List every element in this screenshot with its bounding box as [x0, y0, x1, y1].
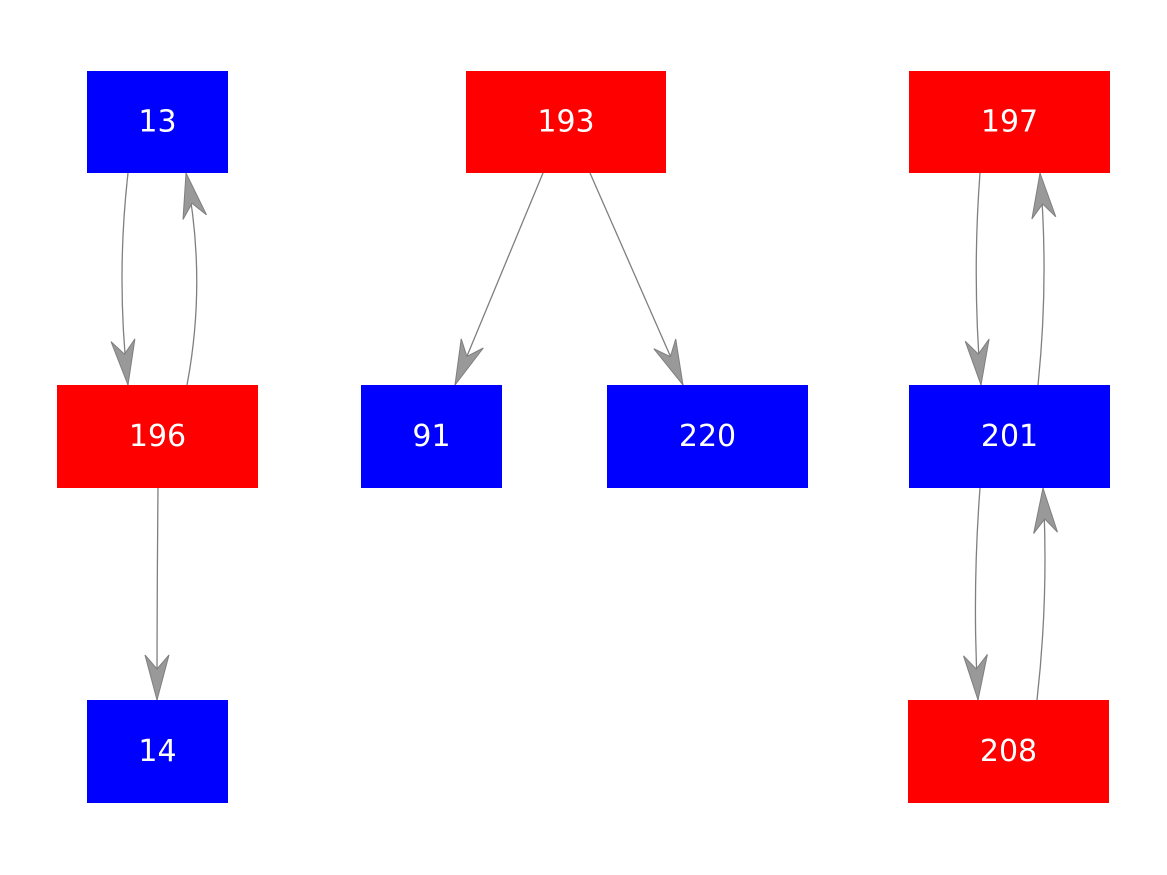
edge-201-208 [963, 487, 988, 702]
node-13: 13 [87, 71, 228, 173]
arrowhead-icon [1033, 486, 1058, 534]
arrowhead-icon [110, 338, 136, 387]
node-208: 208 [908, 700, 1109, 803]
arrowhead-icon [963, 654, 988, 702]
arrowhead-icon [144, 654, 170, 702]
edge-193-91 [454, 172, 544, 387]
arrowhead-icon [182, 171, 207, 220]
edge-13-196 [110, 172, 136, 387]
node-label-14: 14 [138, 734, 176, 769]
edge-201-197 [1031, 171, 1057, 386]
node-193: 193 [466, 71, 666, 173]
edge-197-201 [964, 172, 990, 387]
nodes-layer: 13 196 14 193 91 220 197 201 208 [57, 71, 1110, 803]
arrowhead-icon [653, 338, 684, 387]
node-box-196 [57, 385, 258, 488]
node-label-208: 208 [980, 734, 1037, 769]
edge-line-193-91 [454, 172, 544, 386]
node-box-91 [361, 385, 502, 488]
node-label-193: 193 [537, 105, 594, 140]
edge-196-13 [182, 171, 207, 386]
edge-193-220 [589, 172, 684, 387]
edge-line-193-220 [589, 172, 684, 386]
arrowhead-icon [964, 338, 990, 387]
node-label-196: 196 [129, 419, 186, 454]
arrowhead-icon [454, 338, 484, 387]
node-197: 197 [909, 71, 1110, 173]
edge-208-201 [1033, 486, 1058, 701]
node-91: 91 [361, 385, 502, 488]
node-196: 196 [57, 385, 258, 488]
node-14: 14 [87, 700, 228, 803]
edge-196-14 [144, 487, 170, 702]
node-label-91: 91 [412, 419, 450, 454]
node-box-193 [466, 71, 666, 173]
edges-layer [110, 171, 1058, 702]
node-label-201: 201 [981, 419, 1038, 454]
node-box-208 [908, 700, 1109, 803]
node-220: 220 [607, 385, 808, 488]
node-box-201 [909, 385, 1110, 488]
node-box-197 [909, 71, 1110, 173]
node-201: 201 [909, 385, 1110, 488]
node-box-13 [87, 71, 228, 173]
node-box-14 [87, 700, 228, 803]
node-box-220 [607, 385, 808, 488]
node-label-13: 13 [138, 105, 176, 140]
arrowhead-icon [1031, 171, 1057, 220]
node-label-220: 220 [679, 419, 736, 454]
node-label-197: 197 [981, 105, 1038, 140]
